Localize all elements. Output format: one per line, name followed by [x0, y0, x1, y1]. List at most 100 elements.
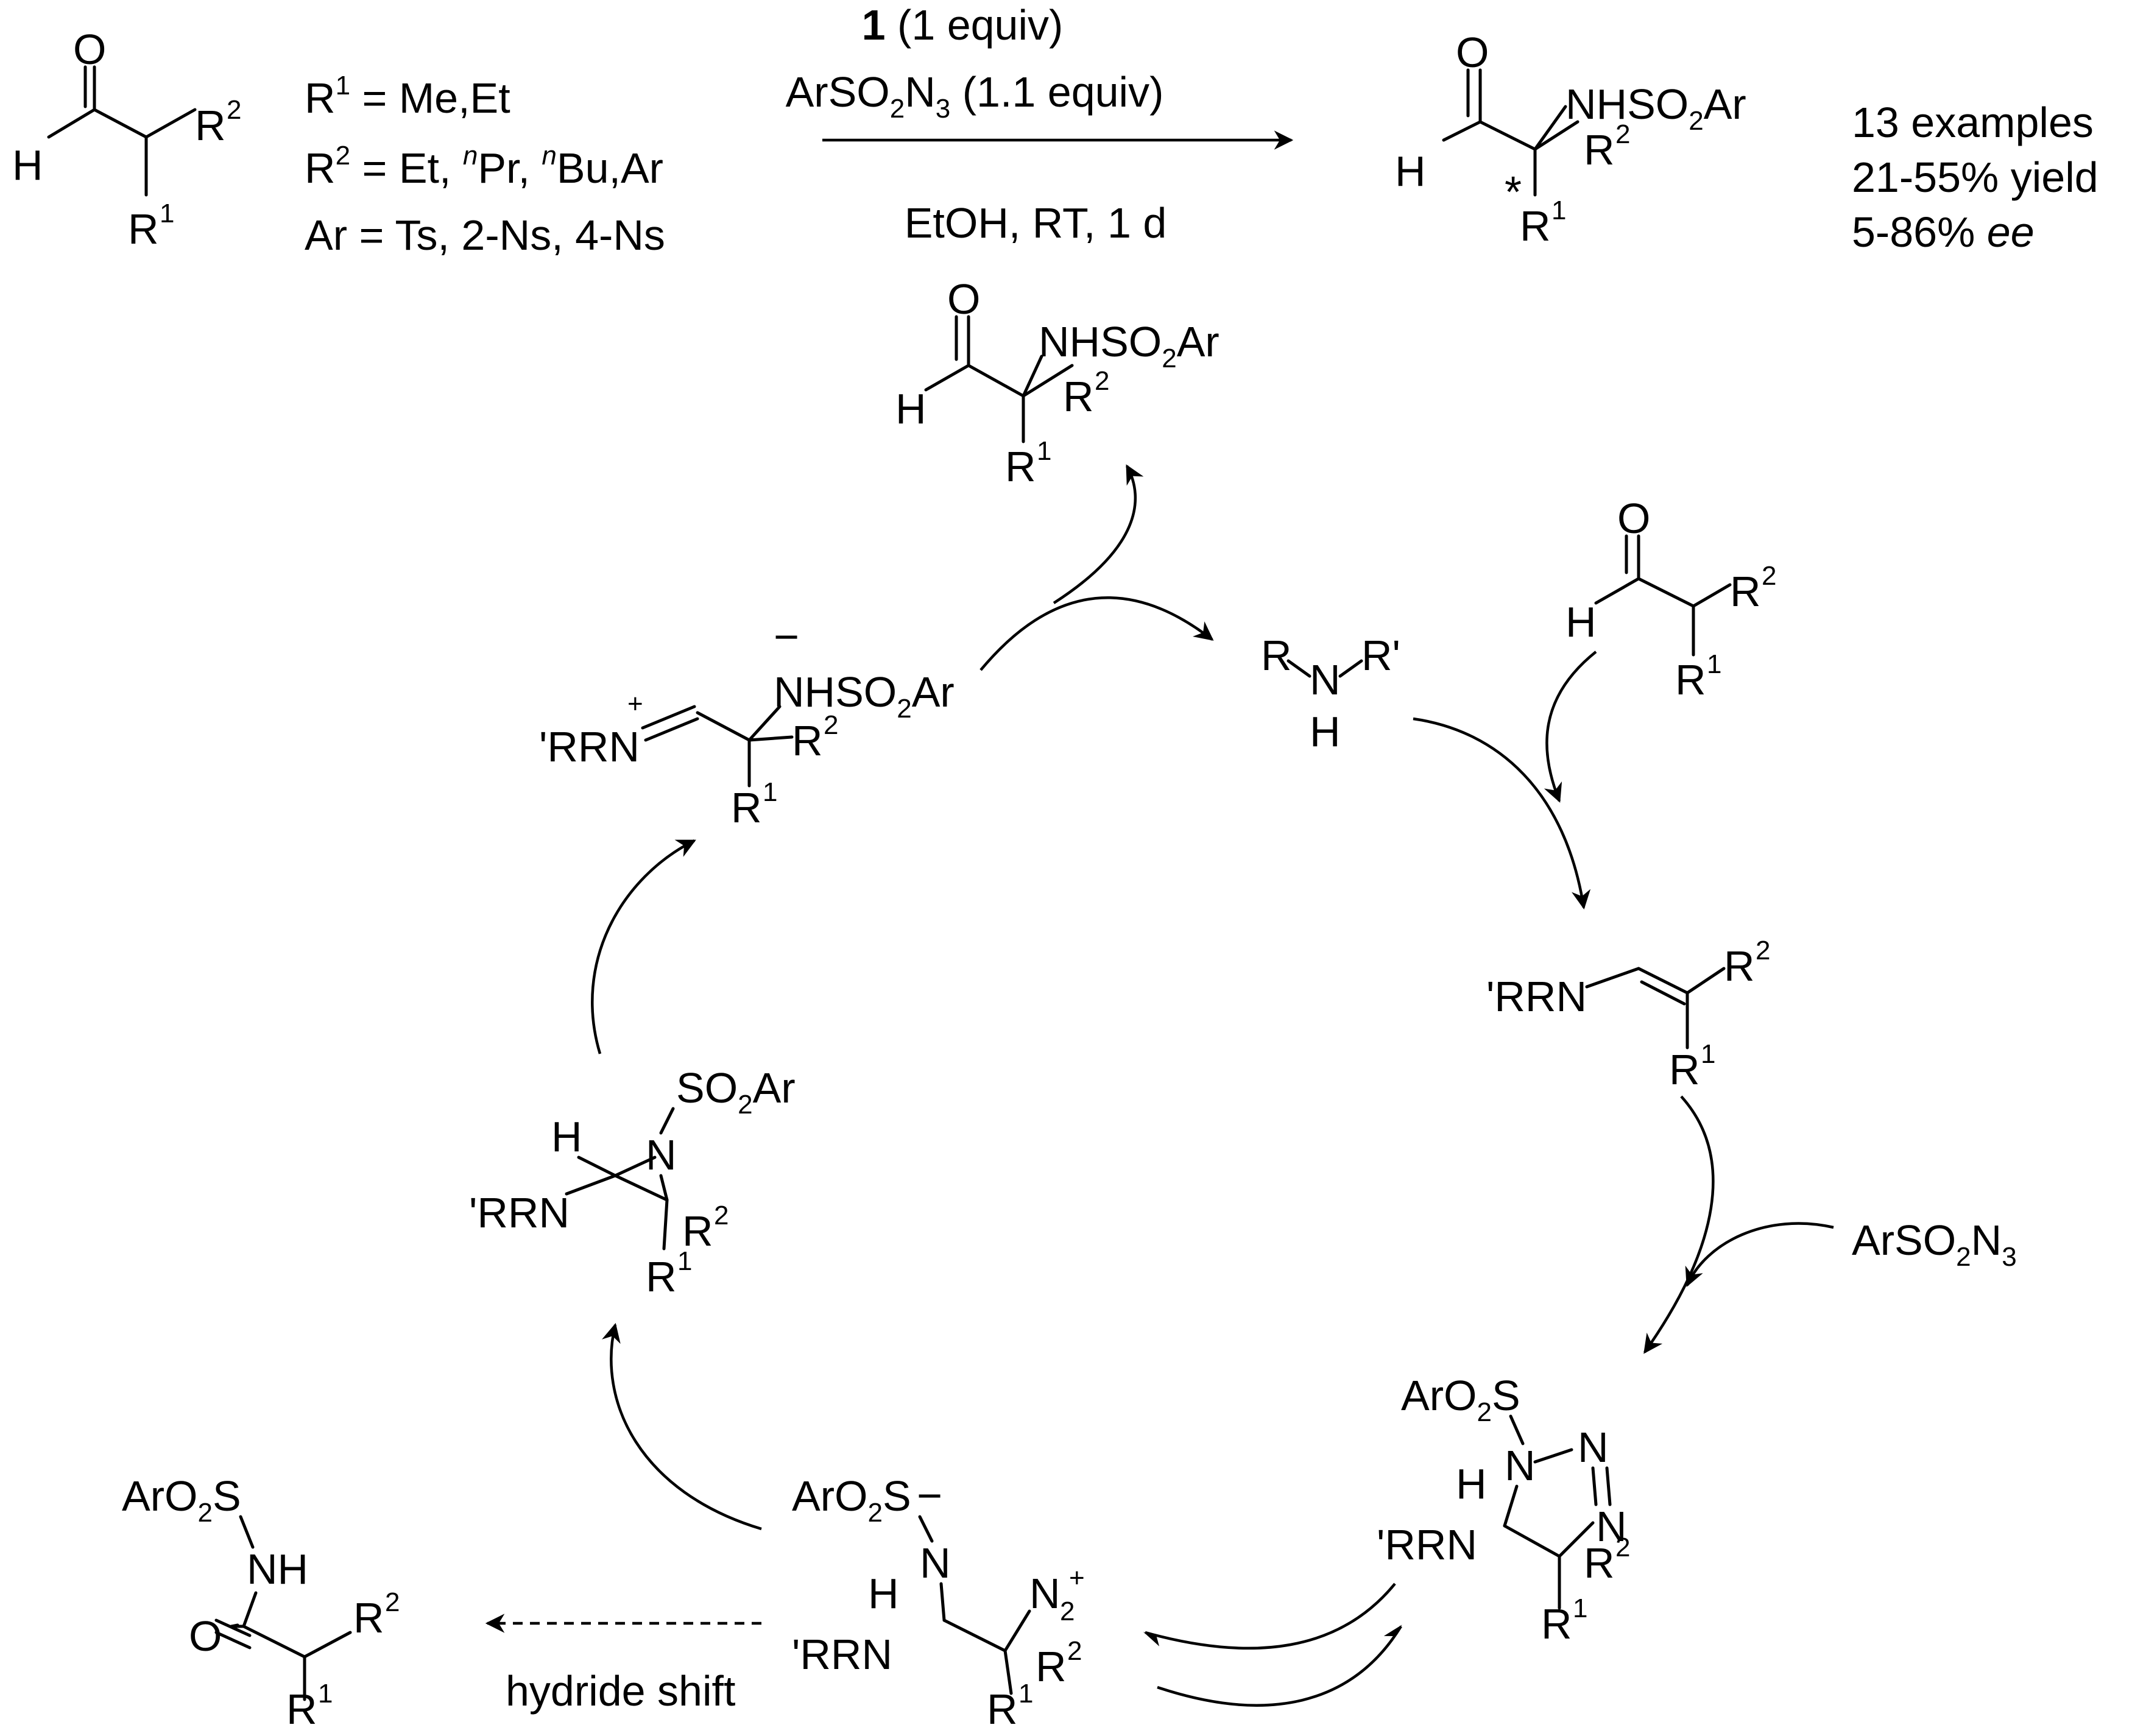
svg-text:2: 2 [385, 1587, 400, 1617]
svg-text:O: O [1617, 495, 1650, 542]
substituent-definitions: R1 = Me,Et R2 = Et, nPr, nBu,Ar Ar = Ts,… [305, 71, 665, 259]
arrow-enamine-to-triazoline [1643, 1095, 1715, 1354]
svg-text:Ar = Ts, 2-Ns, 4-Ns: Ar = Ts, 2-Ns, 4-Ns [305, 211, 665, 259]
svg-text:2: 2 [1756, 936, 1770, 965]
svg-text:1: 1 [160, 199, 174, 228]
svg-text:R: R [1261, 632, 1292, 679]
svg-text:R: R [1541, 1600, 1572, 1648]
svg-text:1: 1 [1573, 1593, 1587, 1623]
svg-text:R: R [1730, 568, 1761, 615]
svg-text:1: 1 [1707, 649, 1721, 679]
svg-text:'RRN: 'RRN [1377, 1521, 1477, 1568]
svg-text:R2 = Et, nPr, nBu,Ar: R2 = Et, nPr, nBu,Ar [305, 141, 663, 192]
svg-text:1: 1 [1551, 196, 1566, 225]
svg-text:−: − [917, 1472, 942, 1520]
svg-text:H: H [868, 1570, 899, 1617]
svg-text:'RRN: 'RRN [469, 1189, 570, 1237]
svg-text:R1 = Me,Et: R1 = Me,Et [305, 71, 510, 122]
svg-text:ArSO2N3 (1.1 equiv): ArSO2N3 (1.1 equiv) [786, 68, 1164, 124]
svg-text:R: R [353, 1594, 384, 1642]
svg-text:1: 1 [318, 1679, 333, 1709]
svg-text:R: R [646, 1253, 677, 1300]
svg-text:1: 1 [1701, 1039, 1715, 1069]
svg-text:2: 2 [1762, 561, 1776, 591]
svg-text:EtOH, RT, 1 d: EtOH, RT, 1 d [905, 199, 1167, 247]
svg-text:R: R [1520, 202, 1551, 250]
svg-text:NHSO2Ar: NHSO2Ar [1039, 318, 1219, 373]
svg-text:H: H [1456, 1460, 1487, 1508]
svg-text:1: 1 [1018, 1679, 1033, 1709]
svg-text:1: 1 [1037, 436, 1051, 466]
svg-text:O: O [947, 275, 980, 323]
svg-text:1: 1 [763, 777, 777, 807]
svg-text:R: R [1063, 373, 1094, 420]
svg-text:H: H [1565, 598, 1597, 646]
svg-text:H: H [12, 141, 43, 189]
svg-text:+: + [1069, 1563, 1085, 1593]
svg-text:N: N [1505, 1442, 1536, 1489]
svg-text:2: 2 [714, 1201, 729, 1230]
svg-text:N: N [1029, 1570, 1061, 1617]
svg-text:H: H [1310, 708, 1341, 755]
svg-text:2: 2 [1095, 366, 1109, 396]
svg-text:R: R [195, 102, 226, 149]
svg-text:R: R [1005, 443, 1036, 490]
arrow-aldehyde-condensation [1544, 651, 1597, 803]
arrow-azide-addition [1685, 1222, 1834, 1287]
svg-text:−: − [774, 613, 799, 662]
amine-catalyst: R N R' H [1261, 632, 1400, 755]
svg-text:R: R [792, 717, 823, 764]
svg-text:R: R [1724, 942, 1755, 990]
svg-text:N: N [1310, 656, 1341, 704]
svg-text:*: * [1505, 168, 1522, 217]
svg-text:R: R [731, 784, 762, 831]
svg-text:N: N [646, 1131, 677, 1179]
svg-text:NHSO2Ar: NHSO2Ar [774, 668, 955, 724]
svg-text:N: N [920, 1539, 951, 1587]
svg-text:NH: NH [247, 1545, 308, 1593]
svg-text:'RRN: 'RRN [792, 1631, 892, 1678]
svg-text:2: 2 [824, 710, 838, 740]
svg-text:O: O [1456, 29, 1489, 76]
svg-text:R': R' [1361, 632, 1400, 679]
arrow-ring-closing [1157, 1625, 1402, 1707]
arrow-hydrolysis-to-product [1053, 464, 1144, 604]
svg-text:R: R [1669, 1046, 1700, 1093]
svg-text:R: R [987, 1685, 1018, 1733]
svg-text:O: O [73, 26, 106, 73]
svg-text:5-86% ee: 5-86% ee [1852, 208, 2035, 256]
svg-text:H: H [895, 385, 927, 432]
svg-text:'RRN: 'RRN [539, 723, 640, 771]
svg-text:H: H [551, 1113, 582, 1160]
svg-text:1: 1 [677, 1246, 692, 1276]
svg-text:2: 2 [227, 95, 241, 125]
svg-text:SO2Ar: SO2Ar [676, 1064, 796, 1120]
svg-text:R: R [128, 205, 159, 253]
arrow-amine-to-enamine [1413, 717, 1591, 910]
svg-text:R: R [286, 1685, 317, 1733]
svg-text:ArO2S: ArO2S [122, 1472, 241, 1528]
svg-text:2: 2 [1060, 1597, 1075, 1626]
svg-text:R: R [1584, 126, 1615, 174]
svg-text:2: 2 [1615, 119, 1630, 149]
svg-text:O: O [189, 1612, 222, 1660]
svg-text:ArO2S: ArO2S [1401, 1372, 1520, 1427]
svg-text:hydride shift: hydride shift [506, 1667, 735, 1715]
svg-text:R: R [682, 1207, 713, 1255]
svg-text:NHSO2Ar: NHSO2Ar [1565, 80, 1746, 136]
results-summary: 13 examples 21-55% yield 5-86% ee [1852, 99, 2098, 256]
svg-text:1 (1 equiv): 1 (1 equiv) [862, 1, 1064, 49]
arrow-catalyst-release [979, 596, 1214, 671]
svg-text:'RRN: 'RRN [1486, 973, 1587, 1020]
svg-text:N: N [1596, 1503, 1627, 1550]
svg-text:R: R [1036, 1643, 1067, 1690]
